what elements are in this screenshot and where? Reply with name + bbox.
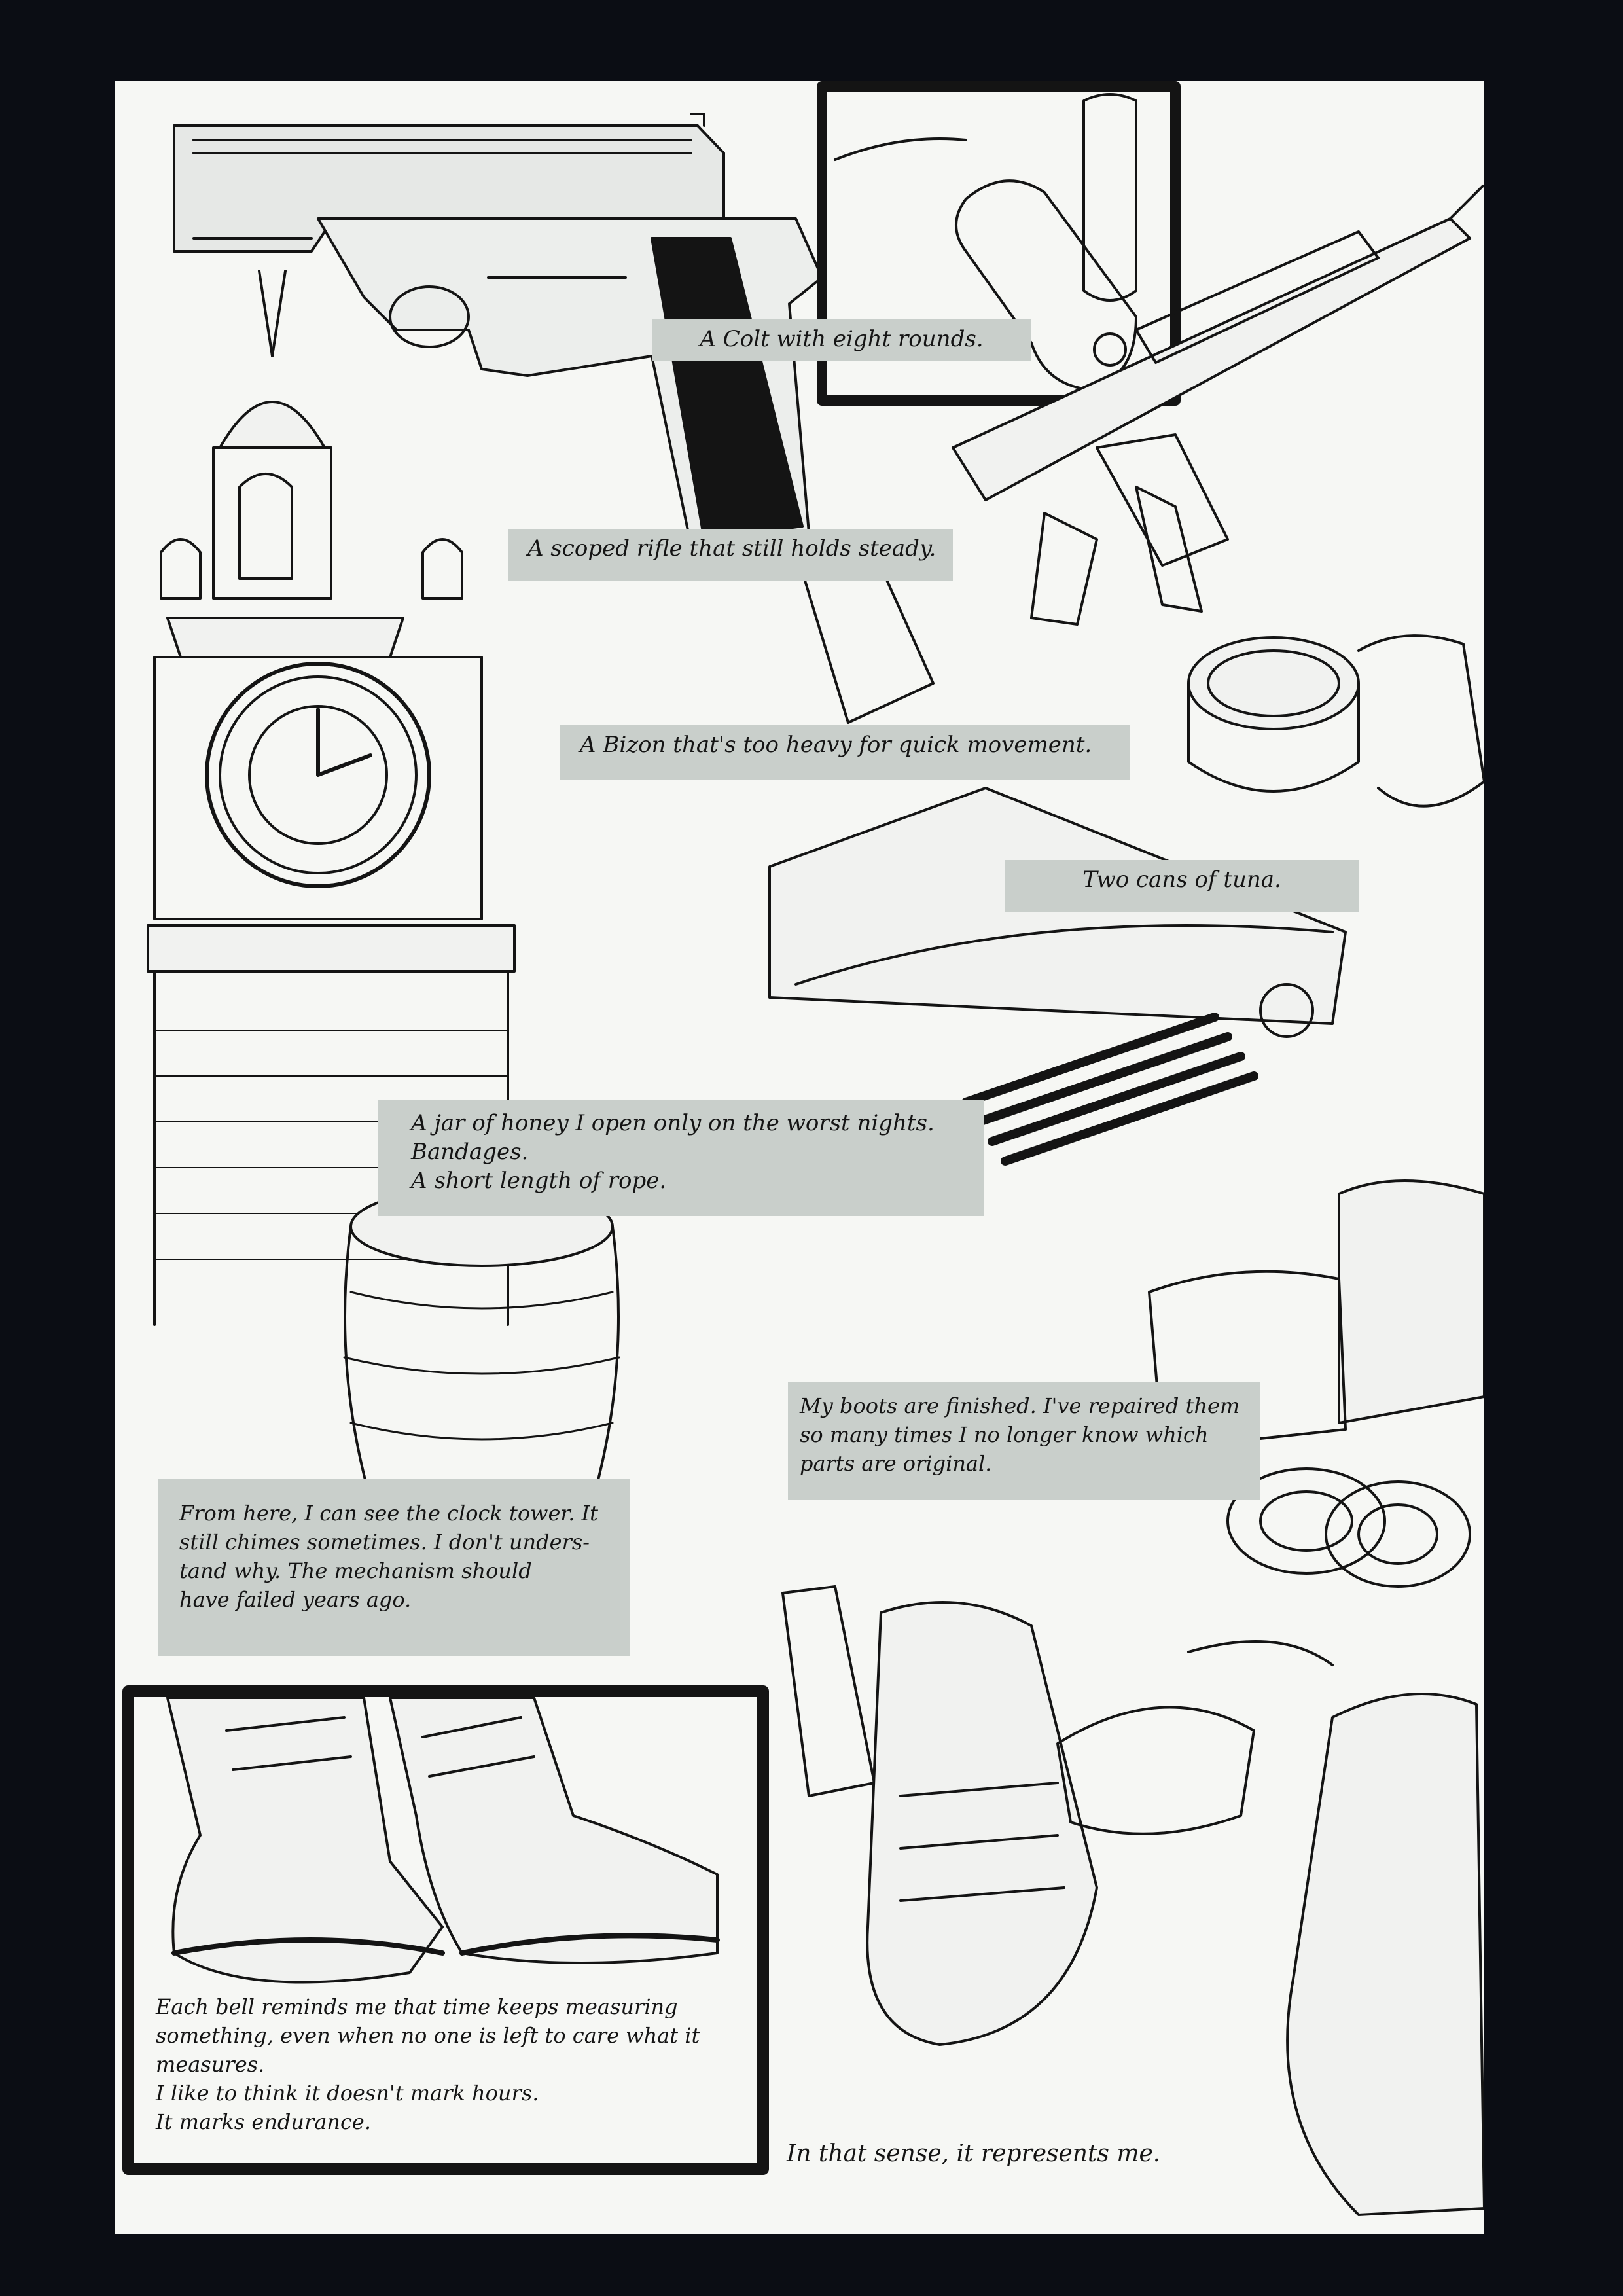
boots-line-2: so many times I no longer know which	[800, 1422, 1209, 1447]
tower-line-2: still chimes sometimes. I don't unders-	[179, 1530, 590, 1554]
bizon-caption-text: A Bizon that's too heavy for quick movem…	[580, 732, 1092, 758]
closing-line: In that sense, it represents me.	[787, 2139, 1160, 2169]
tower-line-1: From here, I can see the clock tower. It	[179, 1501, 599, 1526]
tower-line-3: tand why. The mechanism should	[179, 1558, 532, 1583]
bell-line-3: measures.	[156, 2052, 265, 2077]
bell-line-2: something, even when no one is left to c…	[156, 2023, 700, 2048]
tuna-caption-text: Two cans of tuna.	[1082, 867, 1281, 893]
colt-pistol-drawing	[173, 113, 823, 547]
rifle-caption-text: A scoped rifle that still holds steady.	[527, 535, 936, 562]
bandage-rope-drawing	[1148, 1179, 1484, 1588]
tuna-cans-drawing	[1187, 634, 1484, 808]
supplies-line-bandages: Bandages.	[411, 1139, 529, 1165]
scoped-rifle-drawing	[801, 185, 1484, 724]
clock-tower-drawing	[147, 270, 516, 1326]
bell-narration: Each bell reminds me that time keeps mea…	[156, 1992, 700, 2136]
clock-tower-caption: From here, I can see the clock tower. It…	[158, 1479, 630, 1656]
worn-boots-panel	[122, 1685, 769, 2175]
bell-line-5: It marks endurance.	[156, 2109, 372, 2134]
colt-caption-text: A Colt with eight rounds.	[700, 326, 984, 352]
boots-caption: My boots are finished. I've repaired the…	[788, 1382, 1260, 1500]
bell-line-1: Each bell reminds me that time keeps mea…	[156, 1994, 678, 2019]
rifle-caption: A scoped rifle that still holds steady.	[508, 529, 953, 581]
boots-line-3: parts are original.	[800, 1451, 992, 1476]
supplies-line-rope: A short length of rope.	[411, 1168, 667, 1194]
supplies-caption: A jar of honey I open only on the worst …	[378, 1100, 984, 1216]
closing-line-text: In that sense, it represents me.	[787, 2140, 1161, 2167]
bell-line-4: I like to think it doesn't mark hours.	[156, 2081, 539, 2106]
supplies-line-honey: A jar of honey I open only on the worst …	[411, 1110, 935, 1136]
lacing-boots-drawing	[781, 1585, 1484, 2216]
boots-line-1: My boots are finished. I've repaired the…	[800, 1393, 1240, 1418]
tuna-caption: Two cans of tuna.	[1005, 860, 1359, 912]
tower-line-4: have failed years ago.	[179, 1587, 412, 1612]
comic-page: A Colt with eight rounds. A scoped rifle…	[115, 81, 1484, 2234]
bizon-caption: A Bizon that's too heavy for quick movem…	[560, 725, 1130, 780]
colt-caption: A Colt with eight rounds.	[652, 319, 1031, 361]
